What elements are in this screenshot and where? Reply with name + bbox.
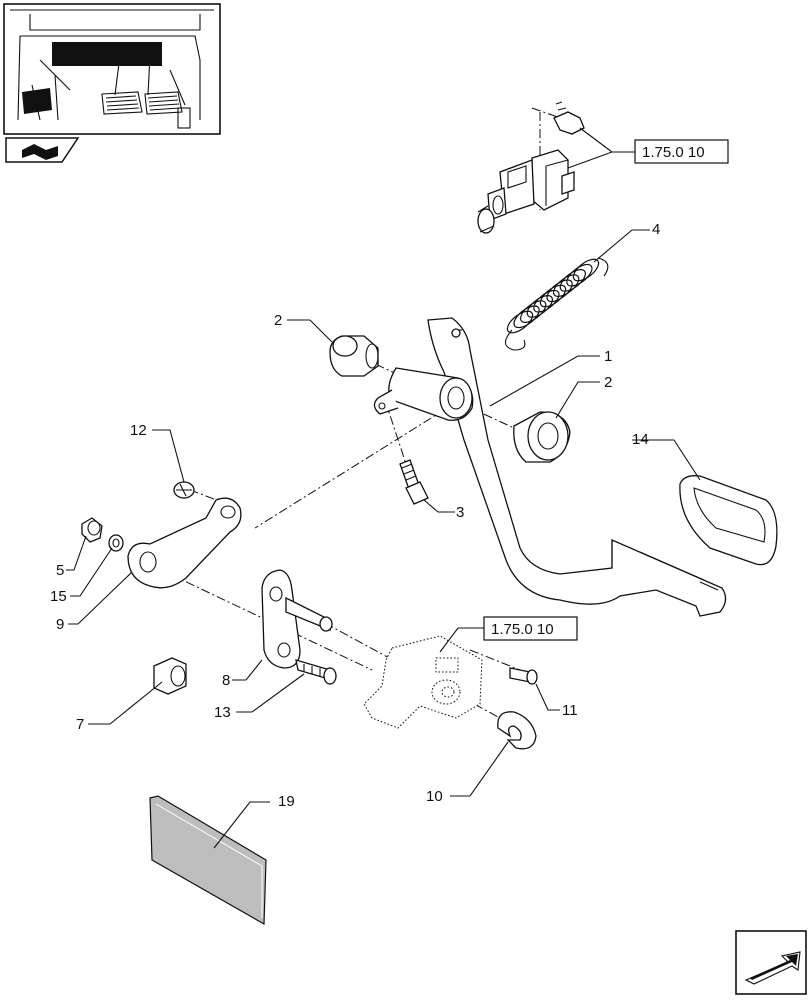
callout-2-left: 2 (274, 312, 282, 329)
spacer (153, 657, 187, 695)
next-page-arrow-icon[interactable] (735, 930, 807, 995)
retaining-clip (497, 711, 537, 750)
leader-switch-ref (567, 127, 635, 169)
spring-coil (546, 279, 573, 303)
spring-coil (566, 263, 593, 287)
spring-coil (559, 269, 586, 292)
nut-12 (173, 481, 195, 499)
nut-5 (81, 517, 103, 543)
callout-3: 3 (456, 504, 464, 521)
reference-box-top: 1.75.0 10 (634, 139, 729, 164)
pin-bracket (261, 569, 333, 669)
reference-middle-text: 1.75.0 10 (491, 621, 554, 638)
callout-14: 14 (632, 431, 649, 448)
bushing-right (513, 411, 571, 463)
washer-15 (108, 534, 124, 552)
leader-lines (66, 229, 701, 849)
location-thumbnail (3, 3, 221, 135)
callout-12: 12 (130, 422, 147, 439)
cap-screw (399, 459, 429, 505)
callout-8: 8 (222, 672, 230, 689)
label-decal (149, 795, 267, 926)
stop-light-switch (477, 101, 585, 234)
reference-top-text: 1.75.0 10 (642, 144, 705, 161)
spring-coil (572, 258, 600, 282)
master-cylinder-outline (363, 635, 483, 729)
return-spring (504, 257, 609, 351)
callout-15: 15 (50, 588, 67, 605)
screw-11 (509, 667, 538, 685)
callout-19: 19 (278, 793, 295, 810)
link-arm (127, 497, 242, 589)
spring-coil (506, 310, 534, 334)
clutch-pedal-lever (373, 317, 727, 617)
callout-4: 4 (652, 221, 660, 238)
spring-coil (539, 284, 567, 308)
spring-coil (513, 305, 540, 329)
callout-7: 7 (76, 716, 84, 733)
bushing-left (329, 335, 379, 377)
book-icon (5, 137, 80, 163)
callout-10: 10 (426, 788, 443, 805)
callout-9: 9 (56, 616, 64, 633)
callout-labels: 1 2 2 3 4 12 14 5 15 9 7 8 13 11 10 19 (50, 221, 660, 810)
callout-1: 1 (604, 348, 612, 365)
spring-coil (533, 289, 560, 313)
pedal-pad (679, 475, 778, 566)
callout-2-right: 2 (604, 374, 612, 391)
spring-coil (520, 300, 547, 323)
spring-coil (526, 295, 553, 318)
screw-13 (295, 659, 337, 685)
reference-box-middle: 1.75.0 10 (483, 616, 578, 641)
callout-5: 5 (56, 562, 64, 579)
spring-coil (553, 274, 580, 297)
callout-13: 13 (214, 704, 231, 721)
callout-11: 11 (562, 702, 578, 719)
